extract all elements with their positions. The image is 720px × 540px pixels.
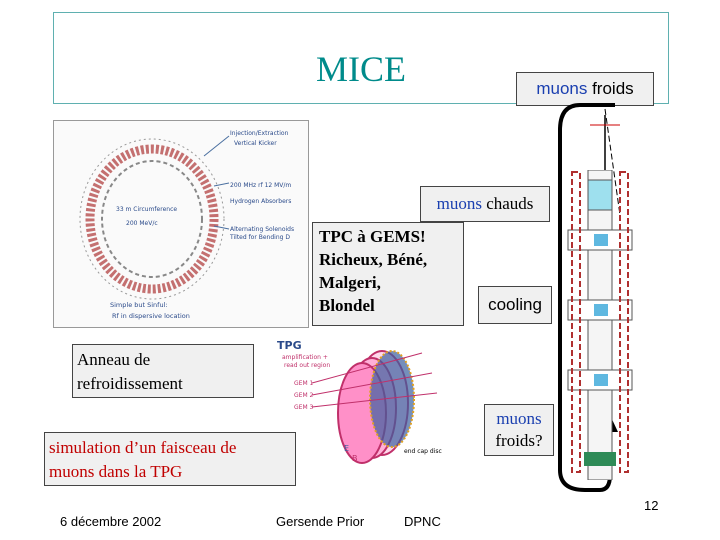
field-e-text: E bbox=[344, 444, 349, 453]
muons-word: muons bbox=[536, 79, 588, 98]
beam-loop-path bbox=[558, 103, 615, 492]
base-green bbox=[584, 452, 616, 466]
absorber-cell bbox=[594, 304, 608, 316]
ring-kicker-text: Vertical Kicker bbox=[234, 140, 277, 147]
ring-momentum-text: 200 MeV/c bbox=[126, 220, 158, 227]
ring-outer bbox=[79, 138, 225, 300]
cooling-channel-figure bbox=[560, 169, 640, 481]
simulation-line-1: simulation d’un faisceau de bbox=[49, 438, 237, 457]
gem1-text: GEM 1 bbox=[294, 380, 314, 387]
tpg-figure: TPG amplification + read out region GEM … bbox=[272, 333, 467, 495]
footer-date: 6 décembre 2002 bbox=[60, 514, 162, 529]
footer-author: Gersende Prior bbox=[276, 514, 365, 529]
froids-question-word: froids? bbox=[495, 431, 543, 450]
tpc-gems-box: TPC à GEMS! Richeux, Béné, Malgeri, Blon… bbox=[312, 222, 464, 326]
tpc-line-2: Richeux, Béné, bbox=[319, 250, 428, 269]
tpc-line-4: Blondel bbox=[319, 296, 375, 315]
tpg-drawing: TPG amplification + read out region GEM … bbox=[277, 339, 442, 464]
muons-word: muons bbox=[436, 194, 482, 213]
tpc-line-3: Malgeri, bbox=[319, 273, 381, 292]
tpg-label-text: TPG bbox=[277, 339, 302, 352]
anneau-line-2: refroidissement bbox=[77, 374, 183, 393]
endcap-text: end cap disc bbox=[404, 448, 442, 455]
chauds-word: chauds bbox=[481, 194, 534, 213]
ring-circumference-text: 33 m Circumference bbox=[116, 206, 177, 213]
ring-solenoids-text-1: Alternating Solenoids bbox=[230, 226, 294, 233]
tpg-amp-text: amplification + bbox=[282, 354, 328, 361]
ring-magnets bbox=[85, 144, 219, 294]
ring-simple-text: Simple but Sinful: bbox=[110, 301, 168, 309]
anneau-label: Anneau de refroidissement bbox=[72, 344, 254, 398]
ring-inner bbox=[101, 160, 203, 278]
page-number: 12 bbox=[644, 498, 659, 513]
cooling-ring-drawing: Injection/Extraction Vertical Kicker 200… bbox=[79, 130, 294, 320]
cooling-ring-figure: Injection/Extraction Vertical Kicker 200… bbox=[53, 120, 309, 328]
field-b-text: B bbox=[352, 454, 358, 463]
ring-injection-text: Injection/Extraction bbox=[230, 130, 289, 137]
footer-lab: DPNC bbox=[404, 514, 441, 529]
tpc-line-1: TPC à GEMS! bbox=[319, 227, 426, 246]
cooling-label: cooling bbox=[478, 286, 552, 324]
simulation-line-2: muons dans la TPG bbox=[49, 462, 183, 481]
muons-word: muons bbox=[496, 409, 542, 428]
anneau-line-1: Anneau de bbox=[77, 350, 151, 369]
gem3-text: GEM 3 bbox=[294, 404, 314, 411]
ring-dispersive-text: Rf in dispersive location bbox=[112, 312, 190, 320]
ring-solenoids-text-2: Tilted for Bending D bbox=[229, 234, 290, 241]
froids-word: froids bbox=[587, 79, 634, 98]
simulation-label: simulation d’un faisceau de muons dans l… bbox=[44, 432, 296, 486]
slide-title: MICE bbox=[316, 49, 406, 89]
tpg-readout-text: read out region bbox=[284, 362, 330, 369]
absorber-cell bbox=[594, 234, 608, 246]
muons-chauds-label: muons chauds bbox=[420, 186, 550, 222]
ring-absorber-text: Hydrogen Absorbers bbox=[230, 198, 291, 205]
cooling-channel-drawing bbox=[567, 169, 633, 481]
ring-rf-text: 200 MHz rf 12 MV/m bbox=[230, 182, 291, 189]
channel-cells bbox=[567, 171, 633, 473]
readout-dots bbox=[370, 351, 414, 447]
gem2-text: GEM 2 bbox=[294, 392, 314, 399]
muons-froids-question-label: muons froids? bbox=[484, 404, 554, 456]
absorber-cell bbox=[594, 374, 608, 386]
title-box: MICE bbox=[53, 12, 669, 104]
